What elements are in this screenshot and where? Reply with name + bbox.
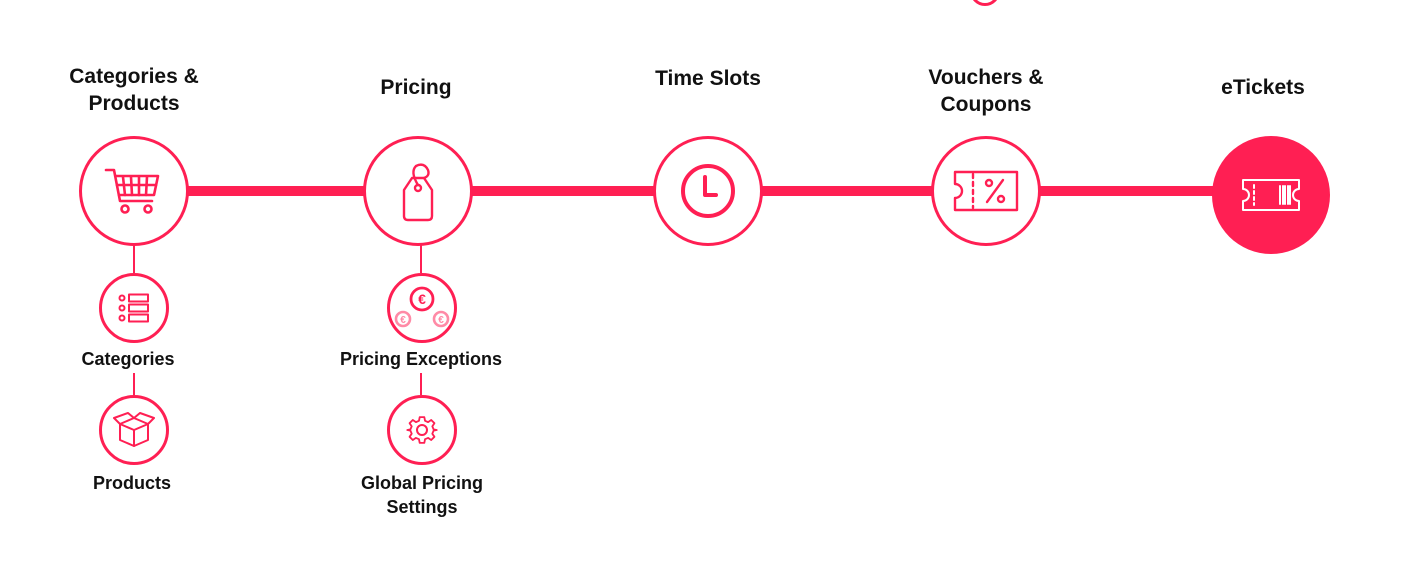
- substep-categories[interactable]: [99, 273, 169, 343]
- step-title-etickets: eTickets: [1221, 76, 1305, 99]
- substep-global-pricing-settings[interactable]: [387, 395, 457, 465]
- product-box-icon: [113, 412, 155, 447]
- substep-products[interactable]: [99, 395, 169, 465]
- step-pricing[interactable]: [363, 136, 473, 246]
- step-title-time-slots: Time Slots: [655, 67, 761, 90]
- connector-3-4: [762, 186, 934, 196]
- substep-label-products: Products: [92, 473, 172, 493]
- substep-label-global-pricing-settings: Global Pricing Settings: [360, 473, 484, 517]
- connector-1-2: [188, 186, 368, 196]
- vline-global-pricing: [420, 373, 422, 395]
- substep-pricing-exceptions[interactable]: € € €: [387, 273, 457, 343]
- clock-icon: [681, 164, 735, 218]
- eticket-icon: [1242, 179, 1300, 211]
- vline-products: [133, 373, 135, 395]
- category-list-icon: [118, 293, 149, 323]
- voucher-percent-icon: [953, 170, 1019, 212]
- svg-text:€: €: [438, 315, 444, 326]
- substep-label-pricing-exceptions: Pricing Exceptions: [339, 349, 503, 369]
- step-title-pricing: Pricing: [380, 76, 452, 99]
- vline-categories: [133, 245, 135, 273]
- step-time-slots[interactable]: [653, 136, 763, 246]
- step-vouchers-coupons[interactable]: [931, 136, 1041, 246]
- gear-icon: [406, 416, 438, 444]
- substep-label-categories: Categories: [81, 349, 175, 369]
- step-etickets[interactable]: [1212, 136, 1330, 254]
- step-categories-products[interactable]: [79, 136, 189, 246]
- top-decoration-circle: [970, 0, 1000, 6]
- price-tag-icon: [402, 163, 434, 222]
- connector-4-5: [1040, 186, 1216, 196]
- svg-text:€: €: [418, 291, 426, 307]
- vline-pricing-exceptions: [420, 245, 422, 273]
- euro-coins-icon: € € €: [394, 286, 450, 328]
- step-title-vouchers-coupons: Vouchers & Coupons: [928, 66, 1044, 116]
- connector-2-3: [472, 186, 656, 196]
- cart-icon: [104, 168, 160, 214]
- step-title-categories-products: Categories & Products: [69, 65, 199, 115]
- svg-text:€: €: [400, 315, 406, 326]
